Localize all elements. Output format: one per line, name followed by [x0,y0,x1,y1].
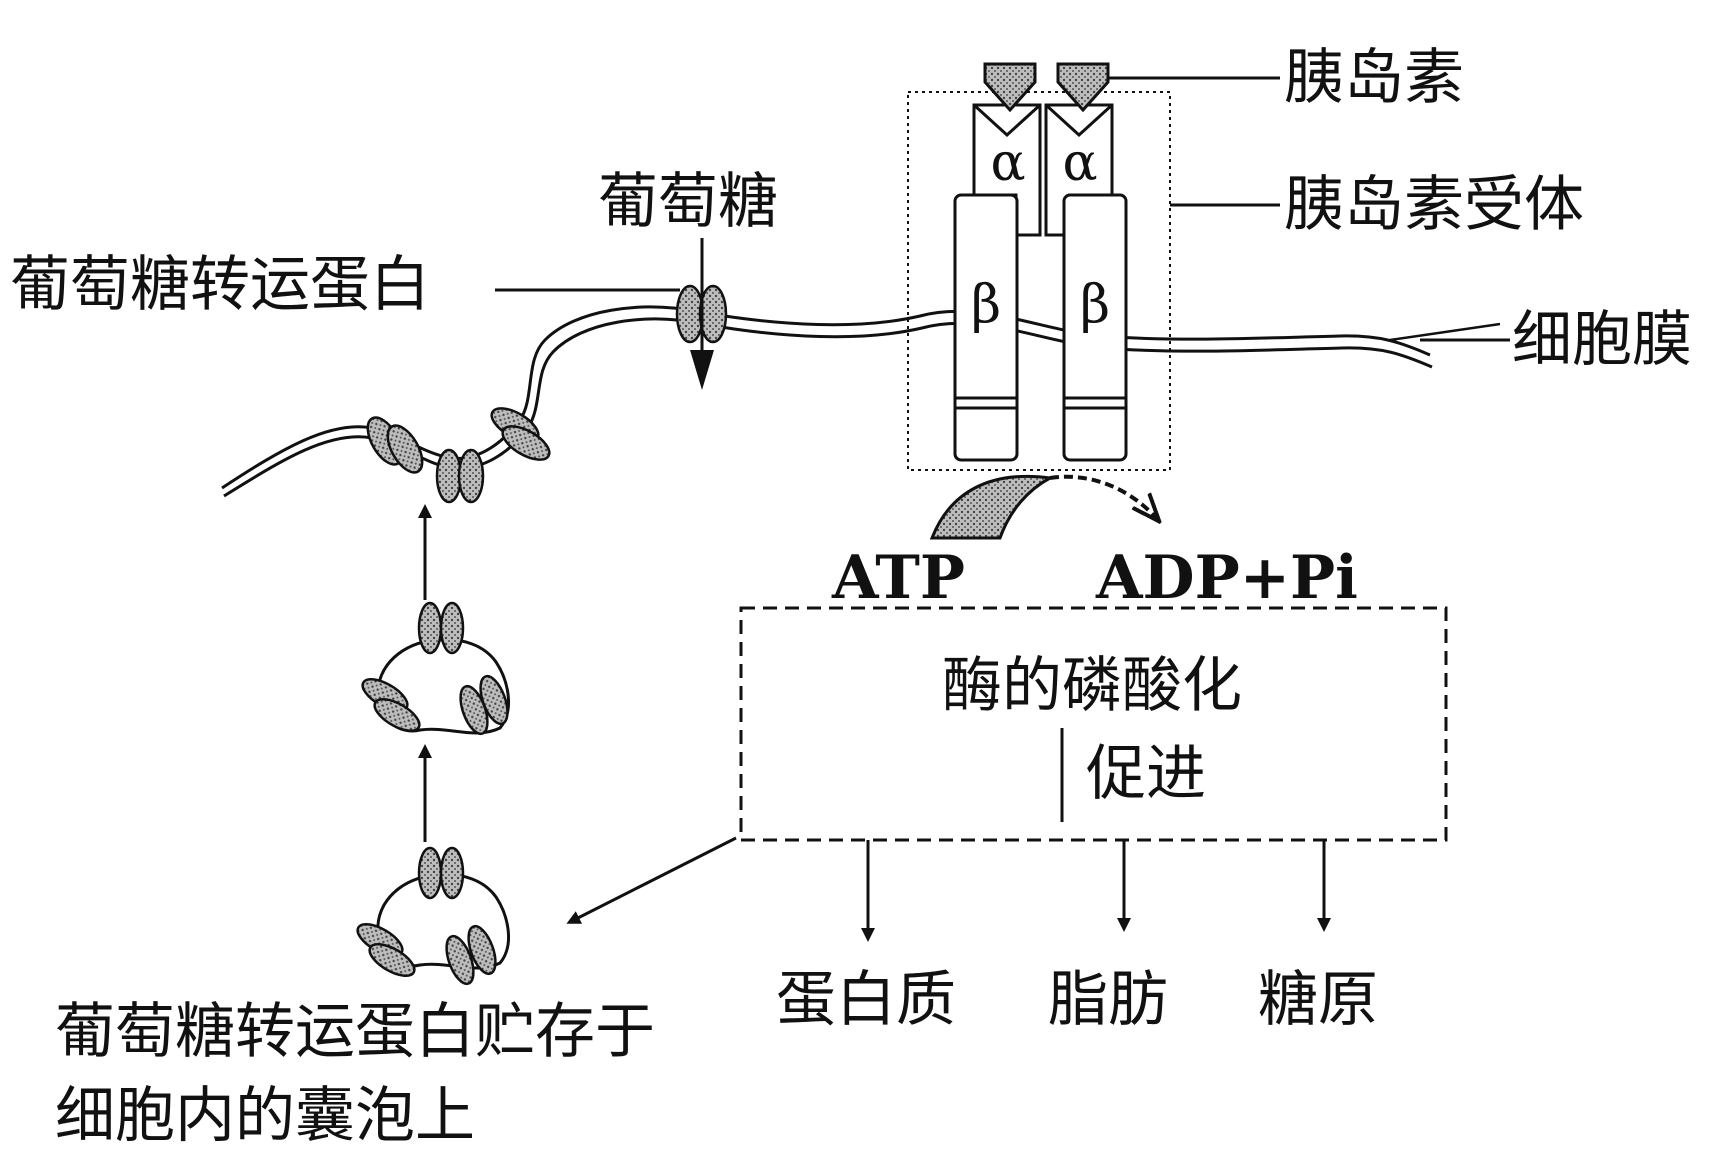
insulin-receptor-label: 胰岛素受体 [1284,170,1584,240]
insulin-label: 胰岛素 [1284,43,1464,113]
vesicle-lower [356,846,510,986]
vesicle-caption-line2: 细胞内的囊泡上 [55,1081,475,1151]
vesicle-upper [361,601,510,736]
beta-label-right: β [1080,275,1110,335]
enzyme-phosphorylation-label: 酶的磷酸化 [942,651,1242,721]
box-output-arrows [566,836,1331,942]
leader-lines [495,76,1510,342]
glucose-uptake-transporter [675,238,728,390]
insulin-receptor: α α β β [907,62,1171,471]
atp-adp-conversion-arrow [929,474,1158,540]
insulin-molecule-right [1056,62,1110,113]
membrane-glucose-transporters [366,407,551,504]
enzyme-phosphorylation-box [739,606,1448,842]
receptor-dotted-box [907,91,1171,471]
cell-membrane-label: 细胞膜 [1512,305,1692,375]
atp-label: ATP [831,543,965,613]
vesicle-caption-line1: 葡萄糖转运蛋白贮存于 [55,997,655,1067]
insulin-molecule-left [983,62,1037,113]
arrow-to-vesicle [566,836,737,924]
beta-label-left: β [971,275,1001,335]
glycogen-label: 糖原 [1258,965,1378,1035]
fat-label: 脂肪 [1048,965,1168,1035]
adp-pi-label: ADP+Pi [1095,543,1358,613]
protein-label: 蛋白质 [776,965,956,1035]
beta-subunit-right [1062,193,1128,462]
glucose-label: 葡萄糖 [598,167,778,237]
glucose-transporter-label: 葡萄糖转运蛋白 [10,250,430,320]
promote-label: 促进 [1086,739,1206,809]
alpha-label-right: α [1062,133,1097,193]
beta-subunit-left [953,193,1019,462]
alpha-label-left: α [990,133,1025,193]
